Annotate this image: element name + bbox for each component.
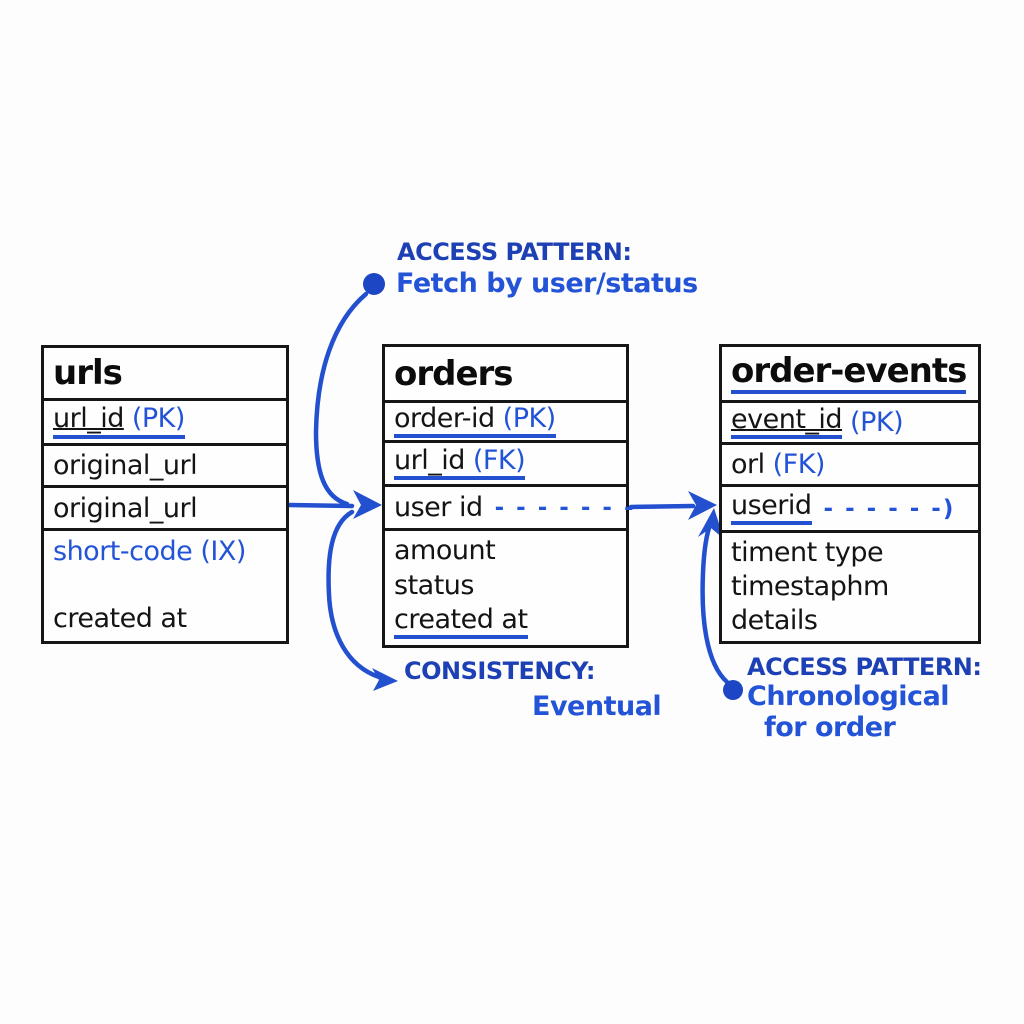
arrowhead-into-user-id — [353, 490, 382, 519]
table-urls: urls url_id(PK) original_url original_ur… — [41, 345, 289, 644]
table-title-text: orders — [394, 353, 514, 394]
field-name: short-code (IX) — [53, 536, 246, 567]
field-name: status — [394, 570, 474, 602]
annotation-consistency-body: Eventual — [532, 691, 662, 722]
annotation-consistency-heading: CONSISTENCY: — [404, 657, 595, 685]
table-row: short-code (IX) created at — [44, 531, 286, 641]
table-row: original_url — [44, 446, 286, 488]
field-key: (PK) — [850, 407, 904, 438]
table-row: event_id (PK) — [722, 403, 978, 445]
table-row: timent type timestaphm details — [722, 533, 978, 641]
field-name: user id — [394, 492, 483, 523]
table-title-text: order-events — [731, 354, 967, 394]
arrow-orders-to-order-events-line — [628, 503, 696, 510]
table-orders: orders order-id(PK) url_id(FK) user id -… — [382, 344, 634, 648]
field-key: (PK) — [502, 402, 557, 434]
table-title-text: urls — [53, 353, 123, 393]
table-row: amount status created at — [385, 531, 626, 645]
field-name: timent type — [731, 536, 884, 568]
field-name: order-id — [394, 402, 495, 434]
curve-to-consistency — [326, 509, 382, 680]
field-name: created at — [394, 605, 528, 639]
table-row: original_url — [44, 488, 286, 531]
field-key: (FK) — [472, 444, 526, 476]
field-name: original_url — [53, 492, 198, 524]
arrow-urls-to-orders-line — [286, 502, 355, 509]
table-row: userid - - - - - -) — [722, 487, 978, 533]
table-row: order-id(PK) — [385, 403, 626, 443]
field-name: orl — [731, 449, 765, 480]
field-name: details — [731, 604, 818, 636]
table-title: urls — [44, 348, 286, 401]
bullet-dot-bottom-right — [723, 680, 743, 700]
annotation-access-pattern-top-heading: ACCESS PATTERN: — [397, 238, 632, 266]
annotation-access-pattern-bottom-line2: for order — [764, 712, 896, 743]
table-row: orl (FK) — [722, 445, 978, 487]
table-title: order-events — [722, 347, 978, 403]
field-name: url_id — [53, 403, 124, 435]
arrowhead-consistency — [372, 668, 398, 691]
curve-access-pattern-top — [313, 291, 369, 507]
field-name: userid — [731, 491, 812, 526]
annotation-access-pattern-bottom-heading: ACCESS PATTERN: — [747, 653, 982, 681]
field-name: original_url — [53, 450, 198, 481]
table-title: orders — [385, 347, 626, 403]
field-name: created at — [53, 603, 187, 634]
dashed-link: - - - - - - - — [494, 494, 636, 521]
field-name: event_id — [731, 403, 843, 435]
annotation-access-pattern-top-body: Fetch by user/status — [396, 268, 698, 299]
field-name: url_id — [394, 444, 465, 476]
table-row: user id - - - - - - - — [385, 487, 634, 531]
dashed-link: - - - - - -) — [823, 495, 956, 522]
table-row: url_id(PK) — [44, 401, 286, 446]
field-name: amount — [394, 535, 496, 567]
annotation-access-pattern-bottom-line1: Chronological — [747, 681, 950, 712]
field-key: (FK) — [772, 449, 826, 480]
table-row: url_id(FK) — [385, 443, 626, 487]
table-order-events: order-events event_id (PK) orl (FK) user… — [719, 344, 981, 644]
field-name: timestaphm — [731, 570, 889, 602]
bullet-dot-top — [363, 273, 385, 295]
arrowhead-into-userid — [688, 491, 717, 520]
field-key: (PK) — [131, 403, 186, 435]
